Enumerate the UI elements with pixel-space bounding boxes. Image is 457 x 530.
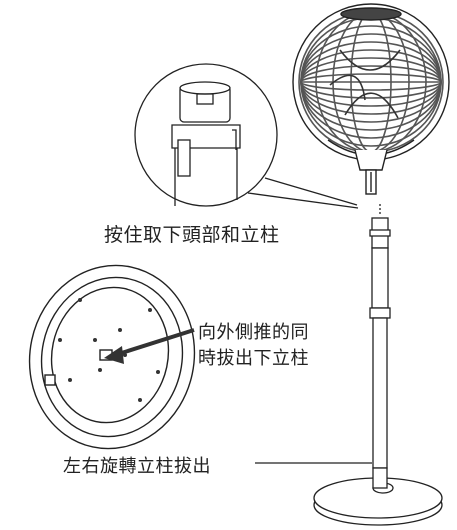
label-push-line2: 時拔出下立柱 bbox=[198, 348, 309, 369]
fan-head-icon bbox=[292, 3, 450, 195]
label-rotate-pull: 左右旋轉立柱拔出 bbox=[63, 456, 211, 477]
pole-connector-icon bbox=[369, 204, 391, 469]
label-remove-head: 按住取下頭部和立柱 bbox=[104, 224, 280, 246]
push-arrow-icon bbox=[104, 328, 195, 364]
magnifier-circle-icon bbox=[134, 63, 359, 209]
label-push-line1: 向外側推的同 bbox=[198, 322, 309, 343]
base-plate-icon bbox=[313, 467, 443, 526]
